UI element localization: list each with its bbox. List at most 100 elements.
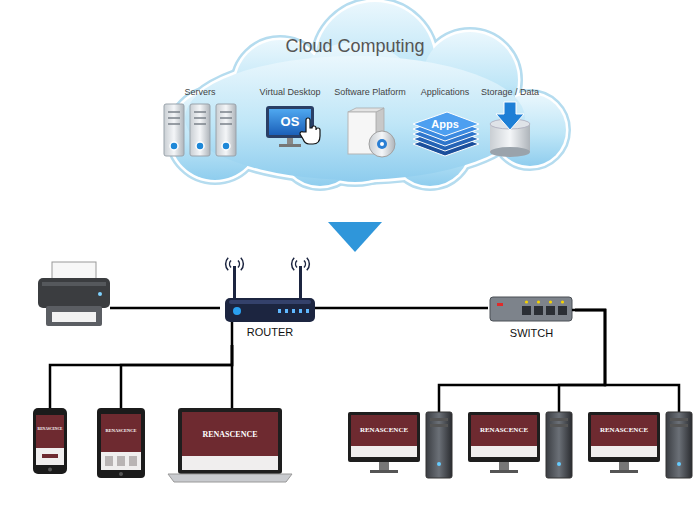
router-device-part <box>306 309 309 313</box>
desktop-computer-part <box>351 446 417 457</box>
applications-icon: ApplicationsApps <box>405 86 485 162</box>
desktop-computer-part <box>471 415 537 457</box>
storage-icon: Storage / Data <box>470 86 550 162</box>
desktop-computer-part <box>670 418 688 421</box>
cloud-title: Cloud Computing <box>140 34 570 58</box>
laptop-art <box>168 408 292 484</box>
tablet-part <box>101 414 141 470</box>
network-cable <box>231 345 234 408</box>
applications-icon-art <box>405 102 485 160</box>
router-device-part <box>299 266 302 300</box>
desktop-computer-part <box>471 446 537 457</box>
desktop-computer: RENASCENCE <box>588 412 692 480</box>
network-cable <box>50 345 232 408</box>
servers-icon-part <box>216 104 236 156</box>
desktop-computer-part <box>351 415 417 457</box>
router-device-part <box>292 258 295 271</box>
software-platform-icon-art <box>330 102 410 160</box>
storage-icon-part <box>490 147 530 157</box>
router-device-part <box>225 298 315 322</box>
desktop-computer-part <box>610 470 638 473</box>
cloud-shape-part <box>185 56 525 180</box>
servers-icon-part <box>220 123 232 125</box>
desktop-computer-art <box>468 412 572 480</box>
cloud-outline <box>170 2 566 186</box>
tablet-part <box>101 452 141 470</box>
desktop-computer: RENASCENCE <box>468 412 572 480</box>
cloud-outline <box>170 2 566 186</box>
printer-output-paper <box>52 312 96 322</box>
desktop-computer-part <box>379 462 389 470</box>
switch-device-part <box>558 306 567 315</box>
service-label: Servers <box>160 86 240 98</box>
router-device-part <box>226 258 229 271</box>
router-device-part <box>304 261 305 268</box>
laptop-part <box>178 408 282 474</box>
desktop-computer-part <box>437 462 441 466</box>
servers-icon: Servers <box>160 86 240 162</box>
tablet: RENASCENCE <box>97 408 145 478</box>
router-device-part <box>285 309 288 313</box>
desktop-computer-part <box>557 462 561 466</box>
storage-icon-art <box>470 102 550 160</box>
smartphone: RENASCENCE <box>33 408 67 474</box>
laptop-part <box>182 412 278 470</box>
servers-icon-art <box>160 102 240 160</box>
icon-text: OS <box>250 115 330 129</box>
printer-highlight <box>42 282 106 286</box>
router-device-part <box>292 309 295 313</box>
software-platform-icon-part <box>380 142 384 146</box>
router-device-part <box>307 258 310 271</box>
tablet-part <box>119 472 123 476</box>
switch-device-part <box>525 300 528 303</box>
smartphone-art <box>33 408 67 474</box>
printer-paper <box>52 262 96 280</box>
laptop: RENASCENCE <box>168 408 292 484</box>
switch-device: SWITCH <box>488 292 575 345</box>
service-label: Storage / Data <box>470 86 550 98</box>
router-device-part <box>233 266 236 300</box>
printer-wire <box>110 307 220 310</box>
desktop-computer-part <box>499 462 509 470</box>
screen-logo-text: RENASCENCE <box>101 428 141 434</box>
router-device-part <box>231 322 234 345</box>
screen-logo-text: RENASCENCE <box>591 426 657 435</box>
service-label: Software Platform <box>330 86 410 98</box>
smartphone-part <box>42 454 58 458</box>
software-platform-icon-part <box>348 108 384 112</box>
router-device-part <box>229 300 311 304</box>
switch-device-part <box>534 306 543 315</box>
virtual-desktop-icon-part <box>287 138 293 144</box>
software-platform-icon-part <box>369 131 395 157</box>
servers-icon-part <box>170 142 178 150</box>
network-cable <box>360 307 488 310</box>
router-device-part <box>230 261 231 268</box>
router-device-part <box>233 307 241 315</box>
tablet-part <box>117 456 125 466</box>
desktop-computer-part <box>591 415 657 457</box>
laptop-part <box>168 474 292 482</box>
service-label: Virtual Desktop <box>250 86 330 98</box>
printer-tray <box>46 306 102 326</box>
desktop-computer-part <box>490 470 518 473</box>
desktop-computer-part <box>370 470 398 473</box>
servers-icon-part <box>220 117 232 119</box>
tablet-art <box>97 408 145 478</box>
servers-icon-part <box>168 117 180 119</box>
printer-icon <box>38 262 110 326</box>
switch-device-part <box>546 306 555 315</box>
servers-icon-part <box>194 123 206 125</box>
desktop-computer-part <box>348 412 420 462</box>
desktop-computer-part <box>430 424 448 427</box>
printer-body <box>38 278 110 308</box>
desktop-computer-part <box>550 418 568 421</box>
network-cable <box>439 310 605 412</box>
smartphone-part <box>36 415 64 465</box>
desktop-computer-part <box>677 462 681 466</box>
switch-device-part <box>537 300 540 303</box>
servers-icon-part <box>190 104 210 156</box>
virtual-desktop-icon: Virtual DesktopOS <box>250 86 330 162</box>
servers-icon-part <box>196 142 204 150</box>
servers-icon-part <box>168 111 180 113</box>
